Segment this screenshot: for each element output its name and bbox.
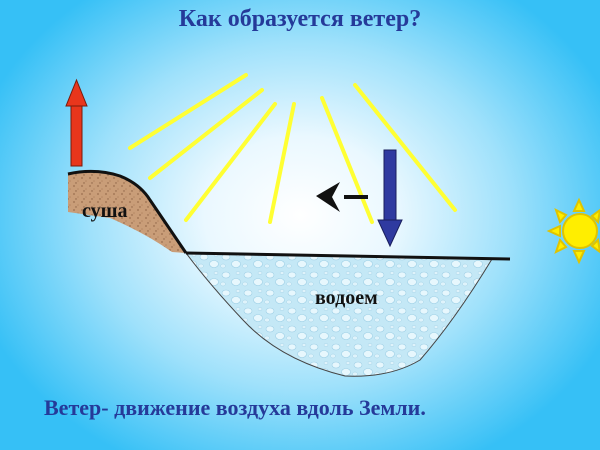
land-mass [68, 171, 186, 253]
sun-rays [128, 73, 457, 224]
land-outline [67, 169, 188, 254]
wind-arrow-icon [316, 182, 368, 212]
down-arrow-icon [377, 149, 403, 248]
land-label: суша [82, 200, 128, 222]
water-surface [185, 251, 511, 261]
caption-text: Ветер- движение воздуха вдоль Земли. [44, 395, 426, 420]
diagram-title: Как образуется ветер? [178, 6, 422, 32]
sun-icon [546, 197, 600, 265]
water-label: водоем [315, 287, 378, 309]
water-body [184, 252, 493, 377]
up-arrow-icon [65, 78, 88, 167]
